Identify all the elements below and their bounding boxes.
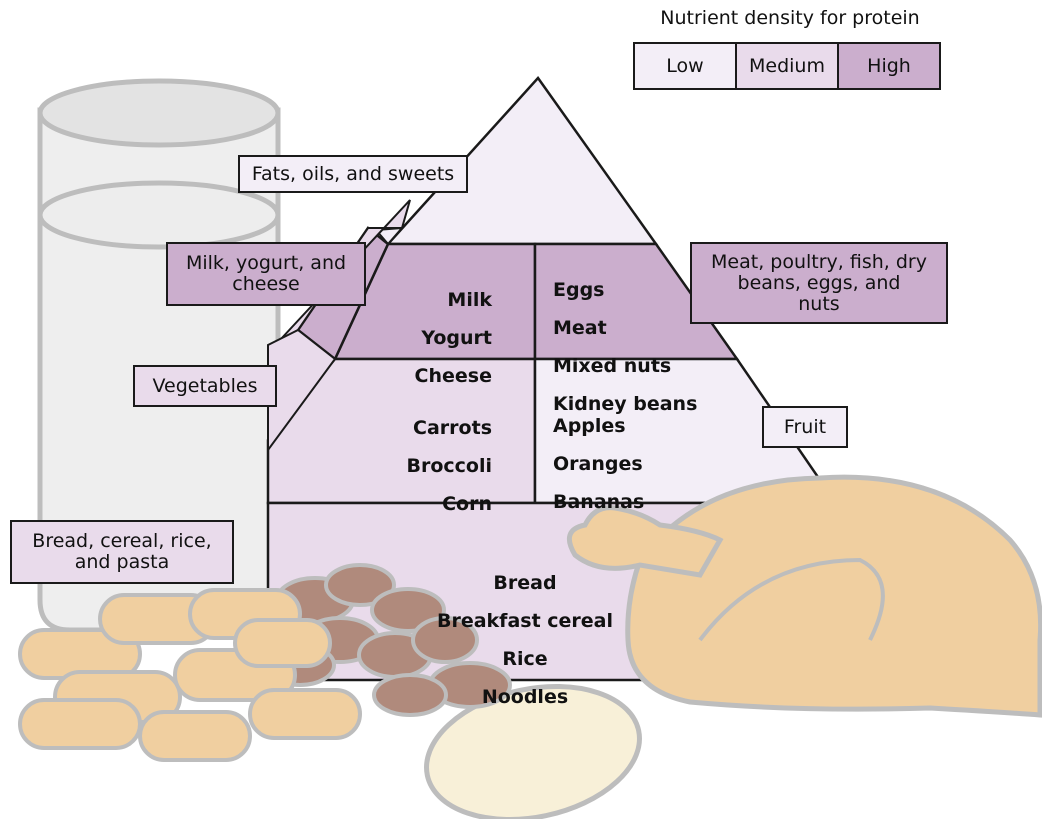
food-item: Cheese	[400, 367, 492, 386]
food-item: Milk	[400, 291, 492, 310]
legend-high: High	[837, 42, 941, 90]
foods-bread: Bread Breakfast cereal Rice Noodles	[420, 555, 630, 726]
label-fruit: Fruit	[762, 406, 848, 448]
food-item: Meat	[553, 319, 723, 338]
food-item: Apples	[553, 417, 693, 436]
food-item: Noodles	[420, 688, 630, 707]
food-item: Breakfast cereal	[420, 612, 630, 631]
foods-vegetables: Carrots Broccoli Corn	[380, 400, 492, 533]
food-item: Rice	[420, 650, 630, 669]
foods-milk: Milk Yogurt Cheese	[400, 272, 492, 405]
label-meat: Meat, poultry, fish, dry beans, eggs, an…	[690, 242, 948, 324]
food-item: Carrots	[380, 419, 492, 438]
food-item: Bread	[420, 574, 630, 593]
legend-low: Low	[633, 42, 737, 90]
label-bread: Bread, cereal, rice, and pasta	[10, 520, 234, 584]
food-item: Mixed nuts	[553, 357, 723, 376]
legend-medium: Medium	[735, 42, 839, 90]
food-item: Broccoli	[380, 457, 492, 476]
label-milk: Milk, yogurt, and cheese	[166, 242, 366, 306]
label-vegetables: Vegetables	[133, 365, 277, 407]
foods-fruit: Apples Oranges Bananas	[553, 398, 693, 531]
food-item: Yogurt	[400, 329, 492, 348]
legend-title: Nutrient density for protein	[640, 7, 940, 29]
label-fats: Fats, oils, and sweets	[238, 155, 468, 193]
food-item: Eggs	[553, 281, 723, 300]
food-item: Oranges	[553, 455, 693, 474]
food-item: Corn	[380, 495, 492, 514]
food-item: Bananas	[553, 493, 693, 512]
